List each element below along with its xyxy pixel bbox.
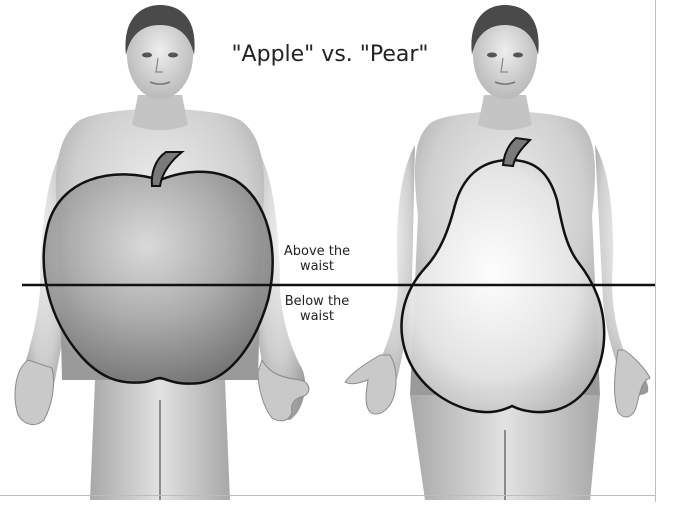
below-waist-label-line2: waist xyxy=(262,309,372,324)
pear-figure-neck xyxy=(478,95,532,130)
apple-figure-neck xyxy=(132,95,188,130)
pear-figure-left-hand xyxy=(345,355,396,414)
frame-edge-bottom xyxy=(0,495,656,496)
below-waist-label: Below the waist xyxy=(262,294,372,324)
apple-shape-outline xyxy=(44,172,273,384)
below-waist-label-line1: Below the xyxy=(262,294,372,309)
above-waist-label: Above the waist xyxy=(262,244,372,274)
pear-figure xyxy=(345,5,650,500)
figure-title: "Apple" vs. "Pear" xyxy=(210,42,450,67)
frame-edge-right xyxy=(655,0,656,502)
above-waist-label-line2: waist xyxy=(262,259,372,274)
pear-figure-head xyxy=(471,5,538,99)
above-waist-label-line1: Above the xyxy=(262,244,372,259)
apple-figure-left-hand xyxy=(15,360,54,425)
apple-figure-head xyxy=(125,5,194,99)
